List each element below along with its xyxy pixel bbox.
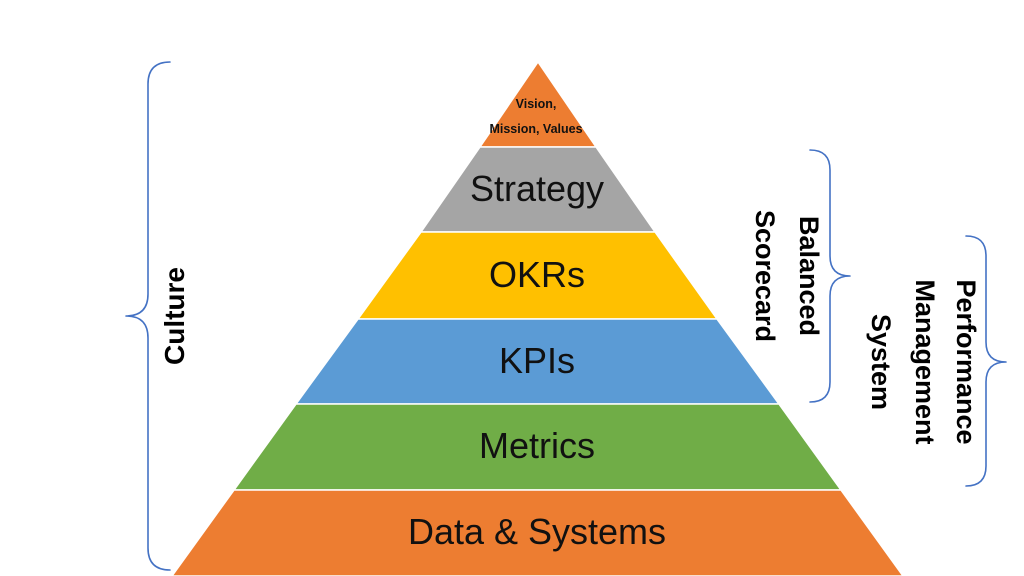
pyramid <box>171 60 904 576</box>
balanced-scorecard-label-line1: Balanced <box>794 216 824 336</box>
performance-management-label-line3: System <box>866 314 896 410</box>
layer-label-data-systems: Data & Systems <box>408 511 666 552</box>
performance-management-label-line1: Performance <box>951 279 981 444</box>
pyramid-labels: Vision, Mission, Values Strategy OKRs KP… <box>408 97 666 552</box>
performance-management-label-line2: Management <box>910 279 940 444</box>
layer-label-kpis: KPIs <box>499 340 575 381</box>
balanced-scorecard-label-line2: Scorecard <box>750 210 780 342</box>
layer-label-vision-line1: Vision, <box>516 97 557 111</box>
layer-label-strategy: Strategy <box>470 168 604 209</box>
layer-label-okrs: OKRs <box>489 254 585 295</box>
culture-brace <box>125 61 171 571</box>
balanced-scorecard-brace <box>809 149 851 403</box>
performance-management-brace <box>965 235 1007 487</box>
pyramid-layer-data-systems <box>171 489 904 576</box>
layer-label-vision-line2: Mission, Values <box>489 122 582 136</box>
culture-label: Culture <box>159 267 190 365</box>
layer-label-metrics: Metrics <box>479 425 595 466</box>
